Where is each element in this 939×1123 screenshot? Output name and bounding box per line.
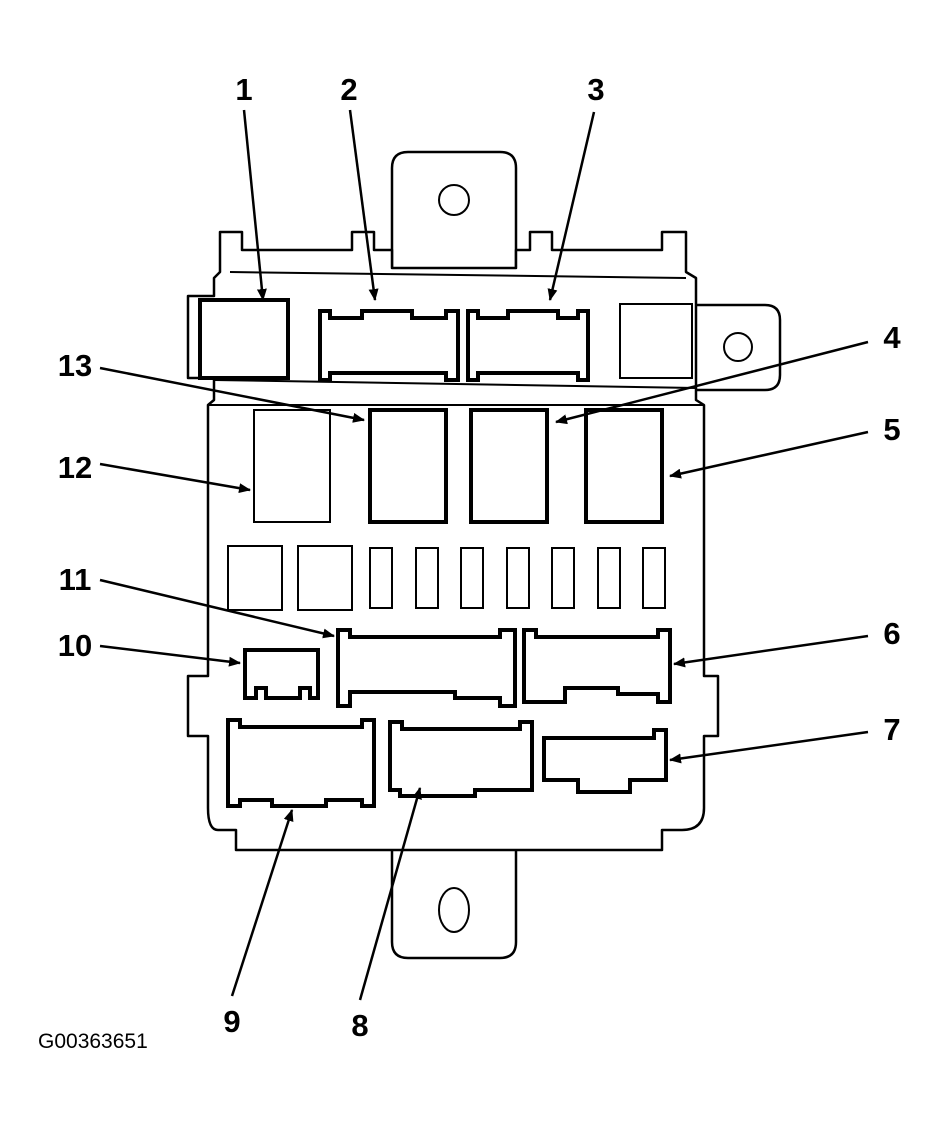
leader-9 <box>230 809 294 997</box>
callout-4: 4 <box>883 320 901 355</box>
connector-7 <box>542 728 668 794</box>
fuse-mini-1 <box>369 547 393 609</box>
fuse-mini-4 <box>506 547 530 609</box>
callout-9: 9 <box>223 1004 240 1039</box>
callout-12: 12 <box>58 450 92 485</box>
leader-4 <box>555 340 869 425</box>
leader-7 <box>669 730 869 764</box>
leader-8 <box>358 787 422 1001</box>
callout-6: 6 <box>883 616 900 651</box>
leader-1 <box>242 109 267 301</box>
right-mounting-hole <box>723 332 753 362</box>
connector-10 <box>243 648 320 700</box>
callout-1: 1 <box>235 72 252 107</box>
top-mounting-tab <box>390 150 518 270</box>
connector-9 <box>226 718 376 808</box>
leader-6 <box>673 634 869 668</box>
callout-11: 11 <box>59 562 92 597</box>
leader-2 <box>348 109 379 301</box>
connector-2 <box>318 309 460 382</box>
fuse-mini-7 <box>642 547 666 609</box>
fuse-mini-5 <box>551 547 575 609</box>
fuse-large-2 <box>297 545 353 611</box>
fuse-mini-6 <box>597 547 621 609</box>
leader-11 <box>99 578 335 639</box>
callout-labels: 1 2 3 4 5 6 7 8 9 10 11 12 13 <box>58 72 902 1043</box>
leader-3 <box>547 111 596 301</box>
fuse-box-housing <box>186 230 720 852</box>
connector-1 <box>198 298 290 380</box>
bottom-mounting-hole <box>438 887 470 933</box>
callout-7: 7 <box>883 712 900 747</box>
connector-3 <box>466 309 590 382</box>
callout-5: 5 <box>883 412 900 447</box>
blank-slot-top-right <box>619 303 693 379</box>
leader-12 <box>99 462 251 494</box>
callout-8: 8 <box>351 1008 368 1043</box>
callout-2: 2 <box>340 72 357 107</box>
connector-6 <box>522 628 672 704</box>
callout-10: 10 <box>58 628 92 663</box>
relay-5 <box>584 408 664 524</box>
connector-11 <box>336 628 517 708</box>
fuse-row <box>227 545 666 611</box>
leader-5 <box>669 430 869 479</box>
figure-id: G00363651 <box>38 1030 148 1053</box>
callout-3: 3 <box>587 72 604 107</box>
fuse-large-1 <box>227 545 283 611</box>
fuse-mini-2 <box>415 547 439 609</box>
fuse-mini-3 <box>460 547 484 609</box>
right-mounting-tab <box>696 303 782 392</box>
leader-10 <box>99 644 241 667</box>
connector-8 <box>388 720 534 798</box>
relay-13 <box>368 408 448 524</box>
relay-4 <box>469 408 549 524</box>
bottom-mounting-tab <box>390 830 518 960</box>
top-mounting-hole <box>438 184 470 216</box>
leader-lines <box>99 109 869 1001</box>
callout-13: 13 <box>58 348 92 383</box>
relay-12 <box>253 409 331 523</box>
leader-13 <box>99 366 365 423</box>
